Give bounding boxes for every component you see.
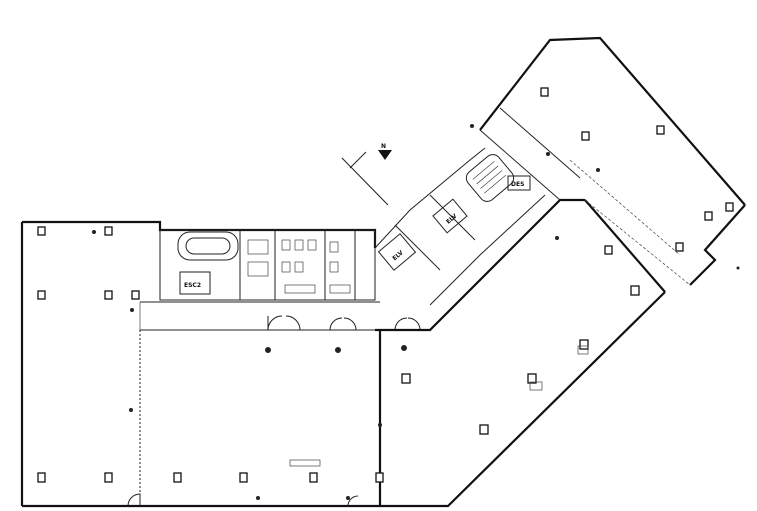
northeast-wing [479, 36, 746, 286]
west-wing [20, 220, 380, 508]
elevator-1-label: ELV [391, 249, 405, 262]
columns [37, 87, 734, 483]
escalator-west-label: ESC2 [184, 282, 201, 289]
core: ESC2 [159, 229, 421, 331]
fixtures [92, 124, 740, 507]
southeast-wing [375, 198, 666, 508]
elevator-2-label: ELV [445, 212, 459, 225]
north-arrow: N [341, 143, 392, 206]
escalator-east-label: DES [511, 181, 524, 188]
north-mark: N [381, 143, 386, 150]
diagonal-core: ELV ELV DES [374, 147, 546, 306]
